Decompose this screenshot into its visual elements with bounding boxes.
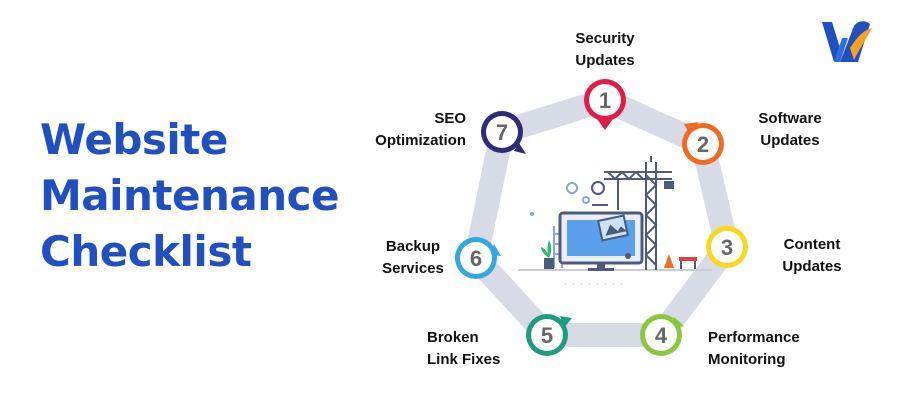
step-5-label-line-2: Link Fixes — [427, 351, 501, 368]
step-6-label: Backup Services — [368, 236, 458, 280]
step-3-number: 3 — [721, 235, 733, 260]
step-2-label-line-2: Updates — [760, 132, 820, 149]
step-1-label-line-2: Updates — [575, 52, 635, 69]
title-line-1: Website — [40, 115, 228, 164]
step-4-label-line-2: Monitoring — [708, 351, 786, 368]
step-7-label: SEO Optimization — [346, 108, 466, 152]
step-7-number: 7 — [496, 120, 508, 145]
step-6-badge: 6 — [455, 237, 501, 279]
step-1-label: Security Updates — [555, 28, 655, 72]
step-3-label: Content Updates — [762, 234, 862, 278]
step-5-badge: 5 — [526, 314, 572, 356]
step-2-label: Software Updates — [740, 108, 840, 152]
step-2-badge: 2 — [682, 122, 724, 165]
step-5-label: Broken Link Fixes — [427, 327, 527, 371]
step-4-label: Performance Monitoring — [708, 327, 838, 371]
monitor-construction-illustration — [518, 156, 712, 285]
step-4-number: 4 — [655, 323, 668, 348]
step-3-label-line-2: Updates — [782, 258, 842, 275]
step-5-number: 5 — [541, 323, 553, 348]
step-6-number: 6 — [470, 246, 482, 271]
step-7-badge: 7 — [481, 111, 526, 154]
step-6-label-line-2: Services — [382, 260, 444, 277]
page-title: Website Maintenance Checklist — [40, 112, 340, 280]
step-7-label-line-1: SEO — [434, 110, 466, 127]
step-3-badge: 3 — [706, 226, 748, 268]
step-5-label-line-1: Broken — [427, 329, 479, 346]
brand-w-logo-icon — [822, 21, 872, 62]
step-1-label-line-1: Security — [575, 30, 635, 47]
step-1-badge: 1 — [584, 79, 626, 130]
step-3-label-line-1: Content — [783, 236, 841, 253]
step-1-number: 1 — [599, 88, 611, 113]
title-line-2: Maintenance — [40, 171, 340, 220]
title-line-3: Checklist — [40, 227, 252, 276]
step-4-label-line-1: Performance — [708, 329, 800, 346]
step-6-label-line-1: Backup — [385, 238, 441, 255]
step-7-label-line-2: Optimization — [375, 132, 466, 149]
step-2-label-line-1: Software — [758, 110, 822, 127]
step-2-number: 2 — [697, 132, 709, 157]
step-4-badge: 4 — [640, 314, 684, 356]
